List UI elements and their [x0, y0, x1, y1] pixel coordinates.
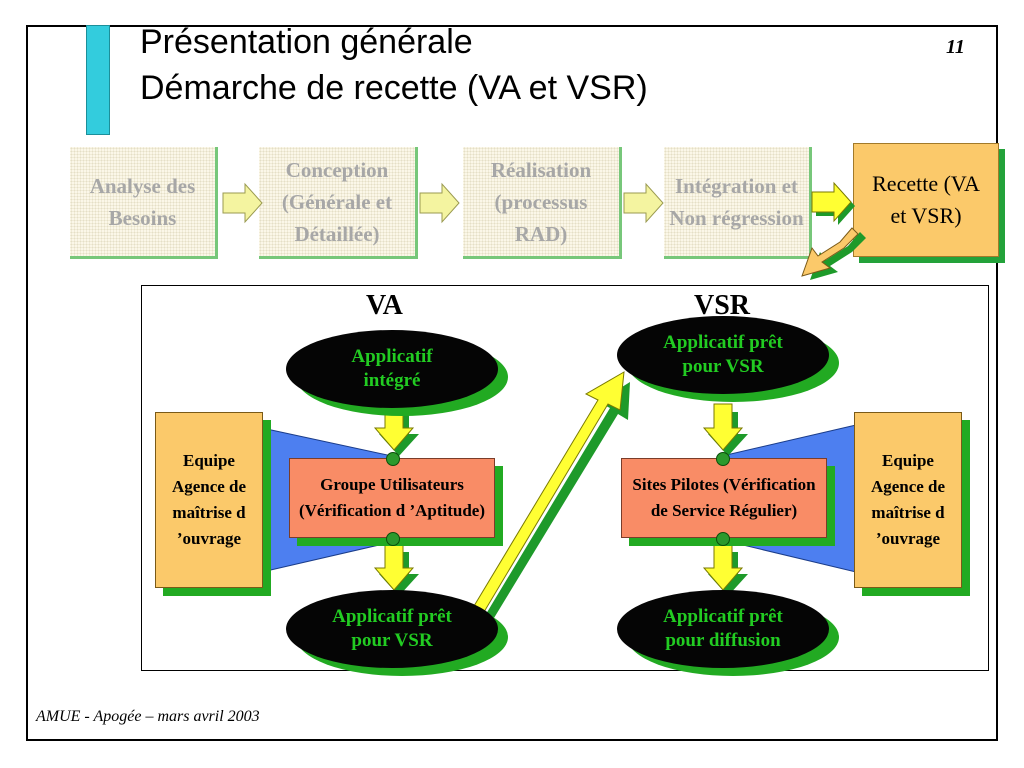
va-dot-bottom [386, 532, 400, 546]
vsr-top-ellipse-text: Applicatif prêt pour VSR [663, 332, 783, 377]
slide-subtitle: Démarche de recette (VA et VSR) [140, 69, 648, 107]
va-group-box-text: Groupe Utilisateurs (Vérification d ’Apt… [298, 475, 486, 520]
vsr-top-ellipse: Applicatif prêt pour VSR [617, 316, 839, 402]
va-dot-top [386, 452, 400, 466]
va-label: VA [366, 290, 403, 321]
step-analyse: Analyse des Besoins [70, 147, 218, 259]
va-bottom-ellipse: Applicatif prêt pour VSR [286, 590, 508, 676]
step-recette-label: Recette (VA et VSR) [872, 171, 980, 228]
vsr-team-box-text: Equipe Agence de maîtrise d ’ouvrage [870, 451, 946, 548]
vsr-group-box: Sites Pilotes (Vérification de Service R… [621, 458, 827, 538]
step-conception: Conception (Générale et Détaillée) [259, 147, 418, 259]
vsr-dot-top [716, 452, 730, 466]
step-realisation: Réalisation (processus RAD) [463, 147, 622, 259]
va-team-box: Equipe Agence de maîtrise d ’ouvrage [155, 412, 263, 588]
step-integration-label: Intégration et Non régression [669, 173, 804, 230]
vsr-dot-bottom [716, 532, 730, 546]
slide-frame [26, 25, 998, 741]
vsr-bottom-ellipse-text: Applicatif prêt pour diffusion [663, 606, 783, 651]
step-analyse-label: Analyse des Besoins [89, 173, 196, 230]
va-top-ellipse: Applicatif intégré [286, 330, 508, 416]
page-number: 11 [946, 36, 965, 58]
vsr-bottom-ellipse: Applicatif prêt pour diffusion [617, 590, 839, 676]
step-realisation-label: Réalisation (processus RAD) [490, 157, 592, 246]
footer-text: AMUE - Apogée – mars avril 2003 [36, 708, 260, 725]
slide-title: Présentation générale [140, 23, 473, 61]
vsr-label: VSR [694, 290, 751, 321]
step-recette: Recette (VA et VSR) [853, 143, 999, 257]
va-bottom-ellipse-text: Applicatif prêt pour VSR [332, 606, 452, 651]
step-integration: Intégration et Non régression [664, 147, 812, 259]
va-team-box-text: Equipe Agence de maîtrise d ’ouvrage [171, 451, 247, 548]
step-conception-label: Conception (Générale et Détaillée) [281, 157, 393, 246]
va-top-ellipse-text: Applicatif intégré [351, 346, 433, 391]
vsr-team-box: Equipe Agence de maîtrise d ’ouvrage [854, 412, 962, 588]
vsr-group-box-text: Sites Pilotes (Vérification de Service R… [632, 475, 816, 520]
accent-bar [86, 25, 110, 135]
va-group-box: Groupe Utilisateurs (Vérification d ’Apt… [289, 458, 495, 538]
